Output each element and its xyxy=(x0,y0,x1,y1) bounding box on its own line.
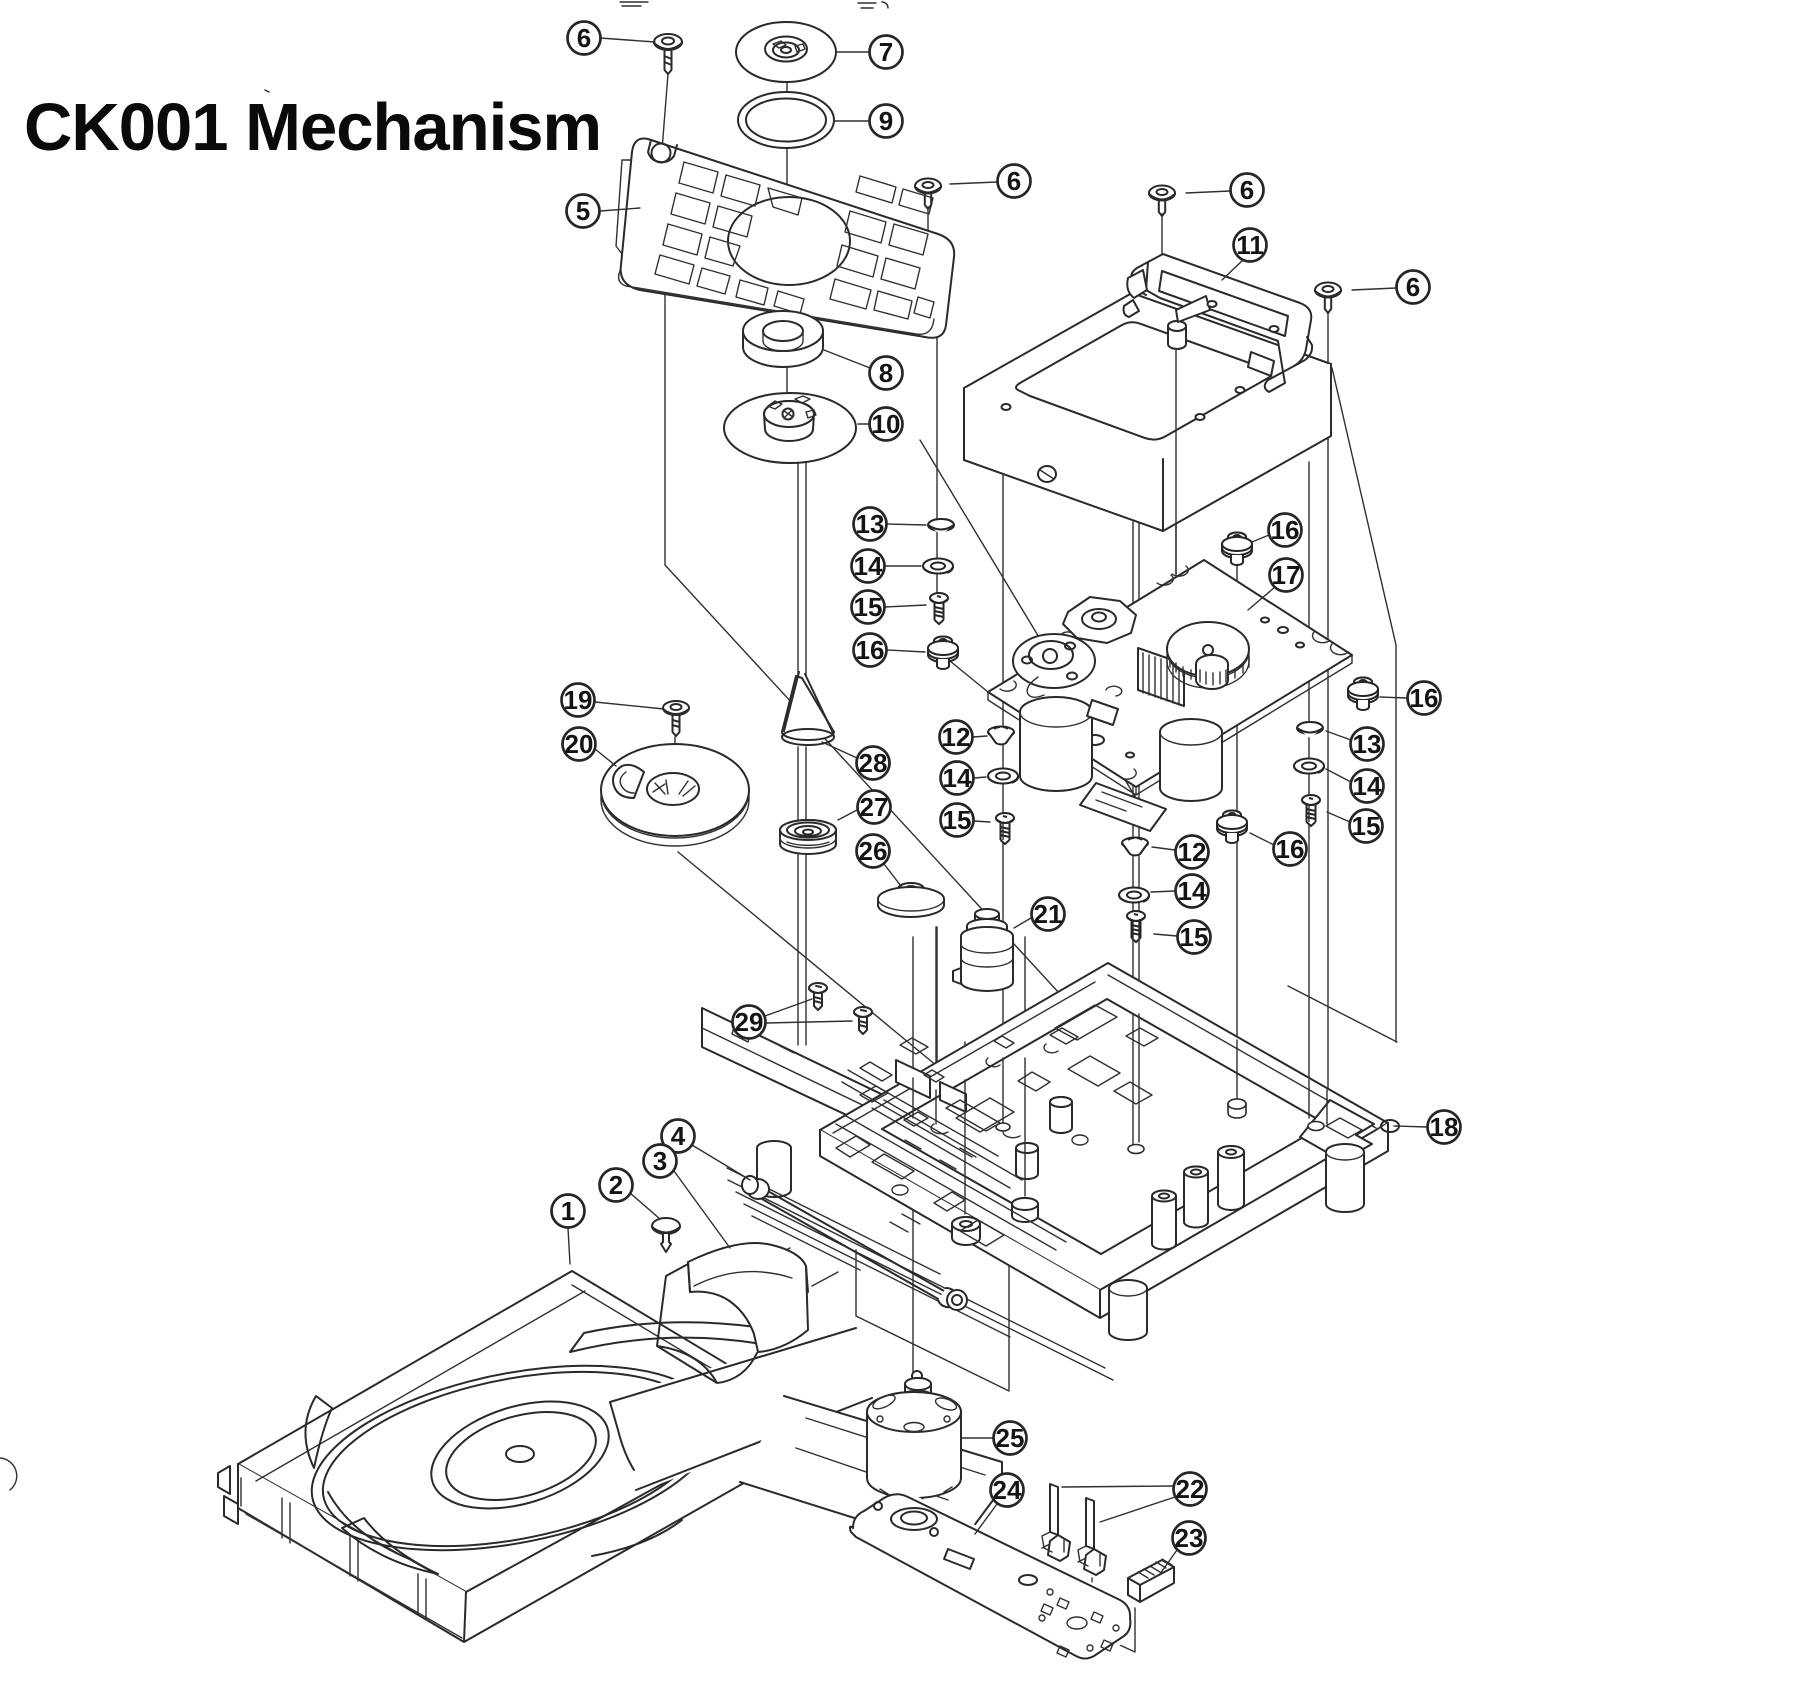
svg-text:17: 17 xyxy=(1272,560,1301,590)
svg-text:14: 14 xyxy=(943,763,972,793)
svg-text:20: 20 xyxy=(565,729,594,759)
svg-text:16: 16 xyxy=(1271,515,1300,545)
svg-text:21: 21 xyxy=(1034,899,1063,929)
svg-text:10: 10 xyxy=(872,409,901,439)
svg-text:23: 23 xyxy=(1175,1523,1204,1553)
svg-text:26: 26 xyxy=(859,836,888,866)
svg-text:14: 14 xyxy=(1353,771,1382,801)
svg-text:19: 19 xyxy=(564,685,593,715)
svg-text:3: 3 xyxy=(653,1146,667,1176)
svg-text:12: 12 xyxy=(1178,837,1207,867)
svg-text:14: 14 xyxy=(1178,876,1207,906)
svg-text:16: 16 xyxy=(1410,683,1439,713)
svg-text:15: 15 xyxy=(1352,811,1381,841)
svg-text:16: 16 xyxy=(856,635,885,665)
svg-text:4: 4 xyxy=(671,1121,686,1151)
svg-text:16: 16 xyxy=(1276,834,1305,864)
svg-text:15: 15 xyxy=(1180,922,1209,952)
svg-text:22: 22 xyxy=(1176,1474,1205,1504)
svg-text:6: 6 xyxy=(1007,166,1021,196)
svg-text:9: 9 xyxy=(879,106,893,136)
svg-text:6: 6 xyxy=(1240,175,1254,205)
svg-text:8: 8 xyxy=(879,358,893,388)
svg-text:18: 18 xyxy=(1430,1112,1459,1142)
svg-text:15: 15 xyxy=(854,592,883,622)
svg-text:5: 5 xyxy=(576,196,590,226)
svg-text:12: 12 xyxy=(942,722,971,752)
svg-text:29: 29 xyxy=(735,1007,764,1037)
svg-text:28: 28 xyxy=(859,748,888,778)
svg-text:11: 11 xyxy=(1236,230,1264,260)
svg-text:13: 13 xyxy=(1353,729,1382,759)
svg-text:25: 25 xyxy=(996,1423,1025,1453)
svg-text:7: 7 xyxy=(879,37,893,67)
svg-text:14: 14 xyxy=(854,551,883,581)
svg-text:2: 2 xyxy=(609,1170,623,1200)
svg-text:13: 13 xyxy=(856,509,885,539)
svg-text:6: 6 xyxy=(1406,272,1420,302)
svg-text:15: 15 xyxy=(943,805,972,835)
svg-text:1: 1 xyxy=(561,1196,575,1226)
svg-text:24: 24 xyxy=(993,1475,1022,1505)
svg-text:27: 27 xyxy=(860,792,889,822)
svg-text:CK001 Mechanism: CK001 Mechanism xyxy=(24,90,601,165)
svg-text:6: 6 xyxy=(577,23,591,53)
